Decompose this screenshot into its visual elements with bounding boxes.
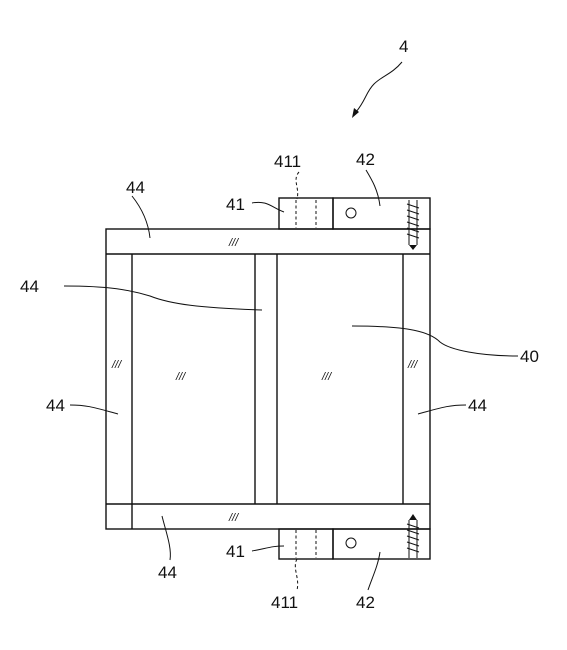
frame-outer: [105, 228, 431, 530]
frame-center-mullion: [254, 254, 278, 504]
bottom-hinge-block: [278, 528, 334, 560]
label-frame-left-stile: 44: [46, 396, 65, 415]
bottom-bracket: [332, 514, 431, 560]
bottom-hinge: [278, 528, 334, 560]
top-hinge: [278, 197, 334, 230]
label-frame-top-rail: 44: [126, 178, 145, 197]
leader-lines: [63, 61, 519, 591]
bottom-bracket-hole: [345, 537, 357, 549]
top-hinge-block: [278, 197, 334, 230]
frame-outline: [105, 228, 431, 530]
leader-assembly: [355, 61, 403, 113]
hatch-right-stile: ///: [407, 359, 418, 371]
bottom-bracket-body: [332, 528, 431, 560]
top-bracket-hole: [345, 207, 357, 219]
hatch-left-pane: ///: [175, 371, 186, 383]
label-pin-top: 411: [274, 152, 301, 171]
label-bracket-top: 42: [356, 150, 375, 169]
hatch-bottom-rail: ///: [228, 512, 239, 524]
label-bracket-bottom: 42: [356, 593, 375, 612]
label-hinge-bottom: 41: [226, 542, 245, 561]
hatch-right-pane: ///: [321, 371, 332, 383]
label-frame-bottom-rail: 44: [158, 563, 177, 582]
top-bracket: [332, 197, 431, 250]
label-pin-bottom: 411: [271, 593, 298, 612]
label-panel: 40: [520, 347, 539, 366]
label-assembly: 4: [399, 37, 408, 56]
label-frame-mullion: 44: [20, 277, 39, 296]
hatch-top-rail: ///: [228, 237, 239, 249]
top-bracket-body: [332, 197, 431, 230]
label-frame-right-stile: 44: [468, 396, 487, 415]
hatch-left-stile: ///: [111, 359, 122, 371]
label-hinge-top: 41: [226, 195, 245, 214]
arrowhead-assembly: [352, 108, 359, 118]
